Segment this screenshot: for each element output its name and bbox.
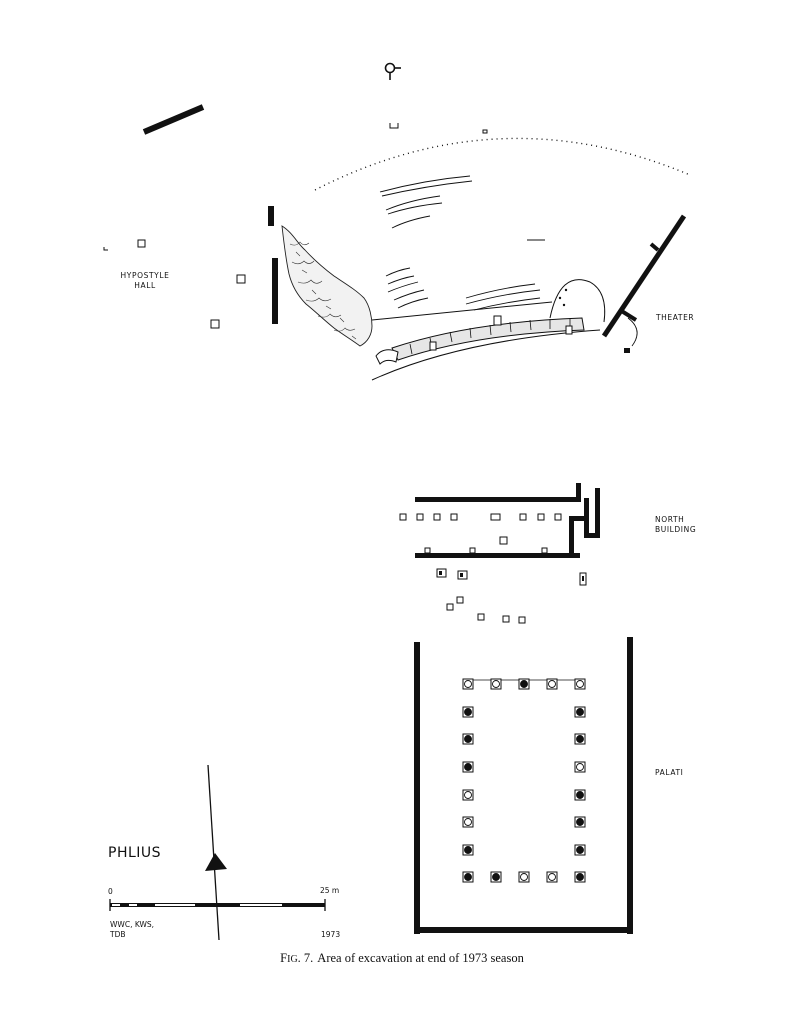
scale-end: 25 m: [320, 886, 339, 895]
theater-wall-fragment: [624, 348, 630, 353]
north-building-outer-east: [595, 488, 600, 538]
legend: PHLIUS 0 25 m WWC, KWS, TDB 1973: [108, 764, 340, 941]
label-hypostyle-1: HYPOSTYLE: [121, 271, 170, 280]
wall-northwest: [142, 104, 205, 135]
north-arrow-line: [207, 764, 220, 941]
north-building-room-west: [569, 516, 574, 556]
figure-caption: FIG. 7.Area of excavation at end of 1973…: [280, 951, 524, 965]
label-north-building-2: BUILDING: [655, 525, 696, 534]
north-building-wall-north: [415, 497, 580, 502]
scattered-blocks-fill: [439, 571, 584, 581]
marker-north-1: [389, 123, 399, 129]
north-building-room-north: [569, 516, 588, 521]
palati-column-drum: [464, 873, 472, 881]
palati-wall-south: [414, 927, 633, 933]
hypostyle-wall-lower: [272, 258, 278, 324]
seat-rows: [379, 175, 545, 311]
palati-column-drum: [576, 846, 584, 854]
caption-fig-number: . 7.: [298, 951, 314, 965]
palati-column-drum: [576, 708, 584, 716]
palati-column-drum: [548, 680, 556, 688]
palati-columns: [462, 678, 586, 883]
palati-column-drum: [464, 735, 472, 743]
caption-text: Area of excavation at end of 1973 season: [317, 951, 524, 965]
theater-area: HYPOSTYLE HALL THEATER: [103, 62, 694, 381]
theater-wall-ruin: [627, 317, 638, 347]
palati-column-drum: [576, 791, 584, 799]
palati-wall-west: [414, 642, 420, 934]
caption-fig-rest: IG: [287, 954, 298, 965]
drain-basins: [429, 315, 573, 351]
north-building-piers: [399, 513, 562, 554]
palati-column-drum: [464, 708, 472, 716]
hypostyle-wall-upper: [268, 206, 274, 226]
label-theater: THEATER: [655, 313, 694, 322]
palati-column-drum: [576, 818, 584, 826]
west-curved-basin: [375, 349, 399, 365]
palati-column-drum: [464, 818, 472, 826]
north-building-wall-east: [576, 483, 581, 502]
palati-column-drum: [548, 873, 556, 881]
north-building-room-south: [584, 533, 600, 538]
palati-column-drum: [464, 763, 472, 771]
rubble-texture: [289, 241, 357, 340]
palati-column-drum: [492, 680, 500, 688]
north-arrow-icon: [205, 853, 227, 871]
palati-building: PALATI: [414, 637, 683, 934]
credits-authors-1: WWC, KWS,: [110, 920, 154, 929]
palati-column-drum: [464, 680, 472, 688]
label-north-building-1: NORTH: [655, 515, 684, 524]
hypostyle-column-bases: [103, 239, 246, 329]
marker-north-2: [482, 129, 488, 134]
palati-column-drum: [520, 873, 528, 881]
scattered-blocks: [436, 568, 587, 624]
orchestra-drain: [391, 317, 585, 361]
theater-wall-diagonal: [601, 214, 687, 338]
scale-bar: [109, 899, 326, 911]
palati-column-drum: [464, 846, 472, 854]
north-building-room-east: [584, 498, 589, 538]
rubble-area: [281, 225, 373, 347]
palati-column-drum: [576, 735, 584, 743]
north-building-wall-south: [415, 553, 580, 558]
north-symbol-icon: [384, 62, 401, 80]
stage-line: [371, 301, 553, 321]
credits-year: 1973: [321, 930, 340, 939]
palati-column-drum: [464, 791, 472, 799]
theater-wall-spur: [649, 242, 660, 252]
palati-wall-east: [627, 637, 633, 934]
semicircle-dots: [558, 288, 568, 307]
east-semicircle: [549, 279, 606, 323]
scale-start: 0: [108, 887, 113, 896]
palati-column-drum: [576, 873, 584, 881]
credits-authors-2: TDB: [109, 930, 126, 939]
label-hypostyle-2: HALL: [134, 281, 156, 290]
palati-column-drum: [492, 873, 500, 881]
palati-column-drum: [576, 763, 584, 771]
label-palati: PALATI: [655, 768, 683, 777]
palati-column-drum: [576, 680, 584, 688]
theater-outer-arc: [314, 137, 691, 191]
palati-column-drum: [520, 680, 528, 688]
north-building: NORTH BUILDING: [399, 483, 696, 624]
site-name: PHLIUS: [108, 845, 161, 861]
theater-wall-branch: [618, 308, 638, 322]
caption-fig-first: F: [280, 951, 287, 965]
